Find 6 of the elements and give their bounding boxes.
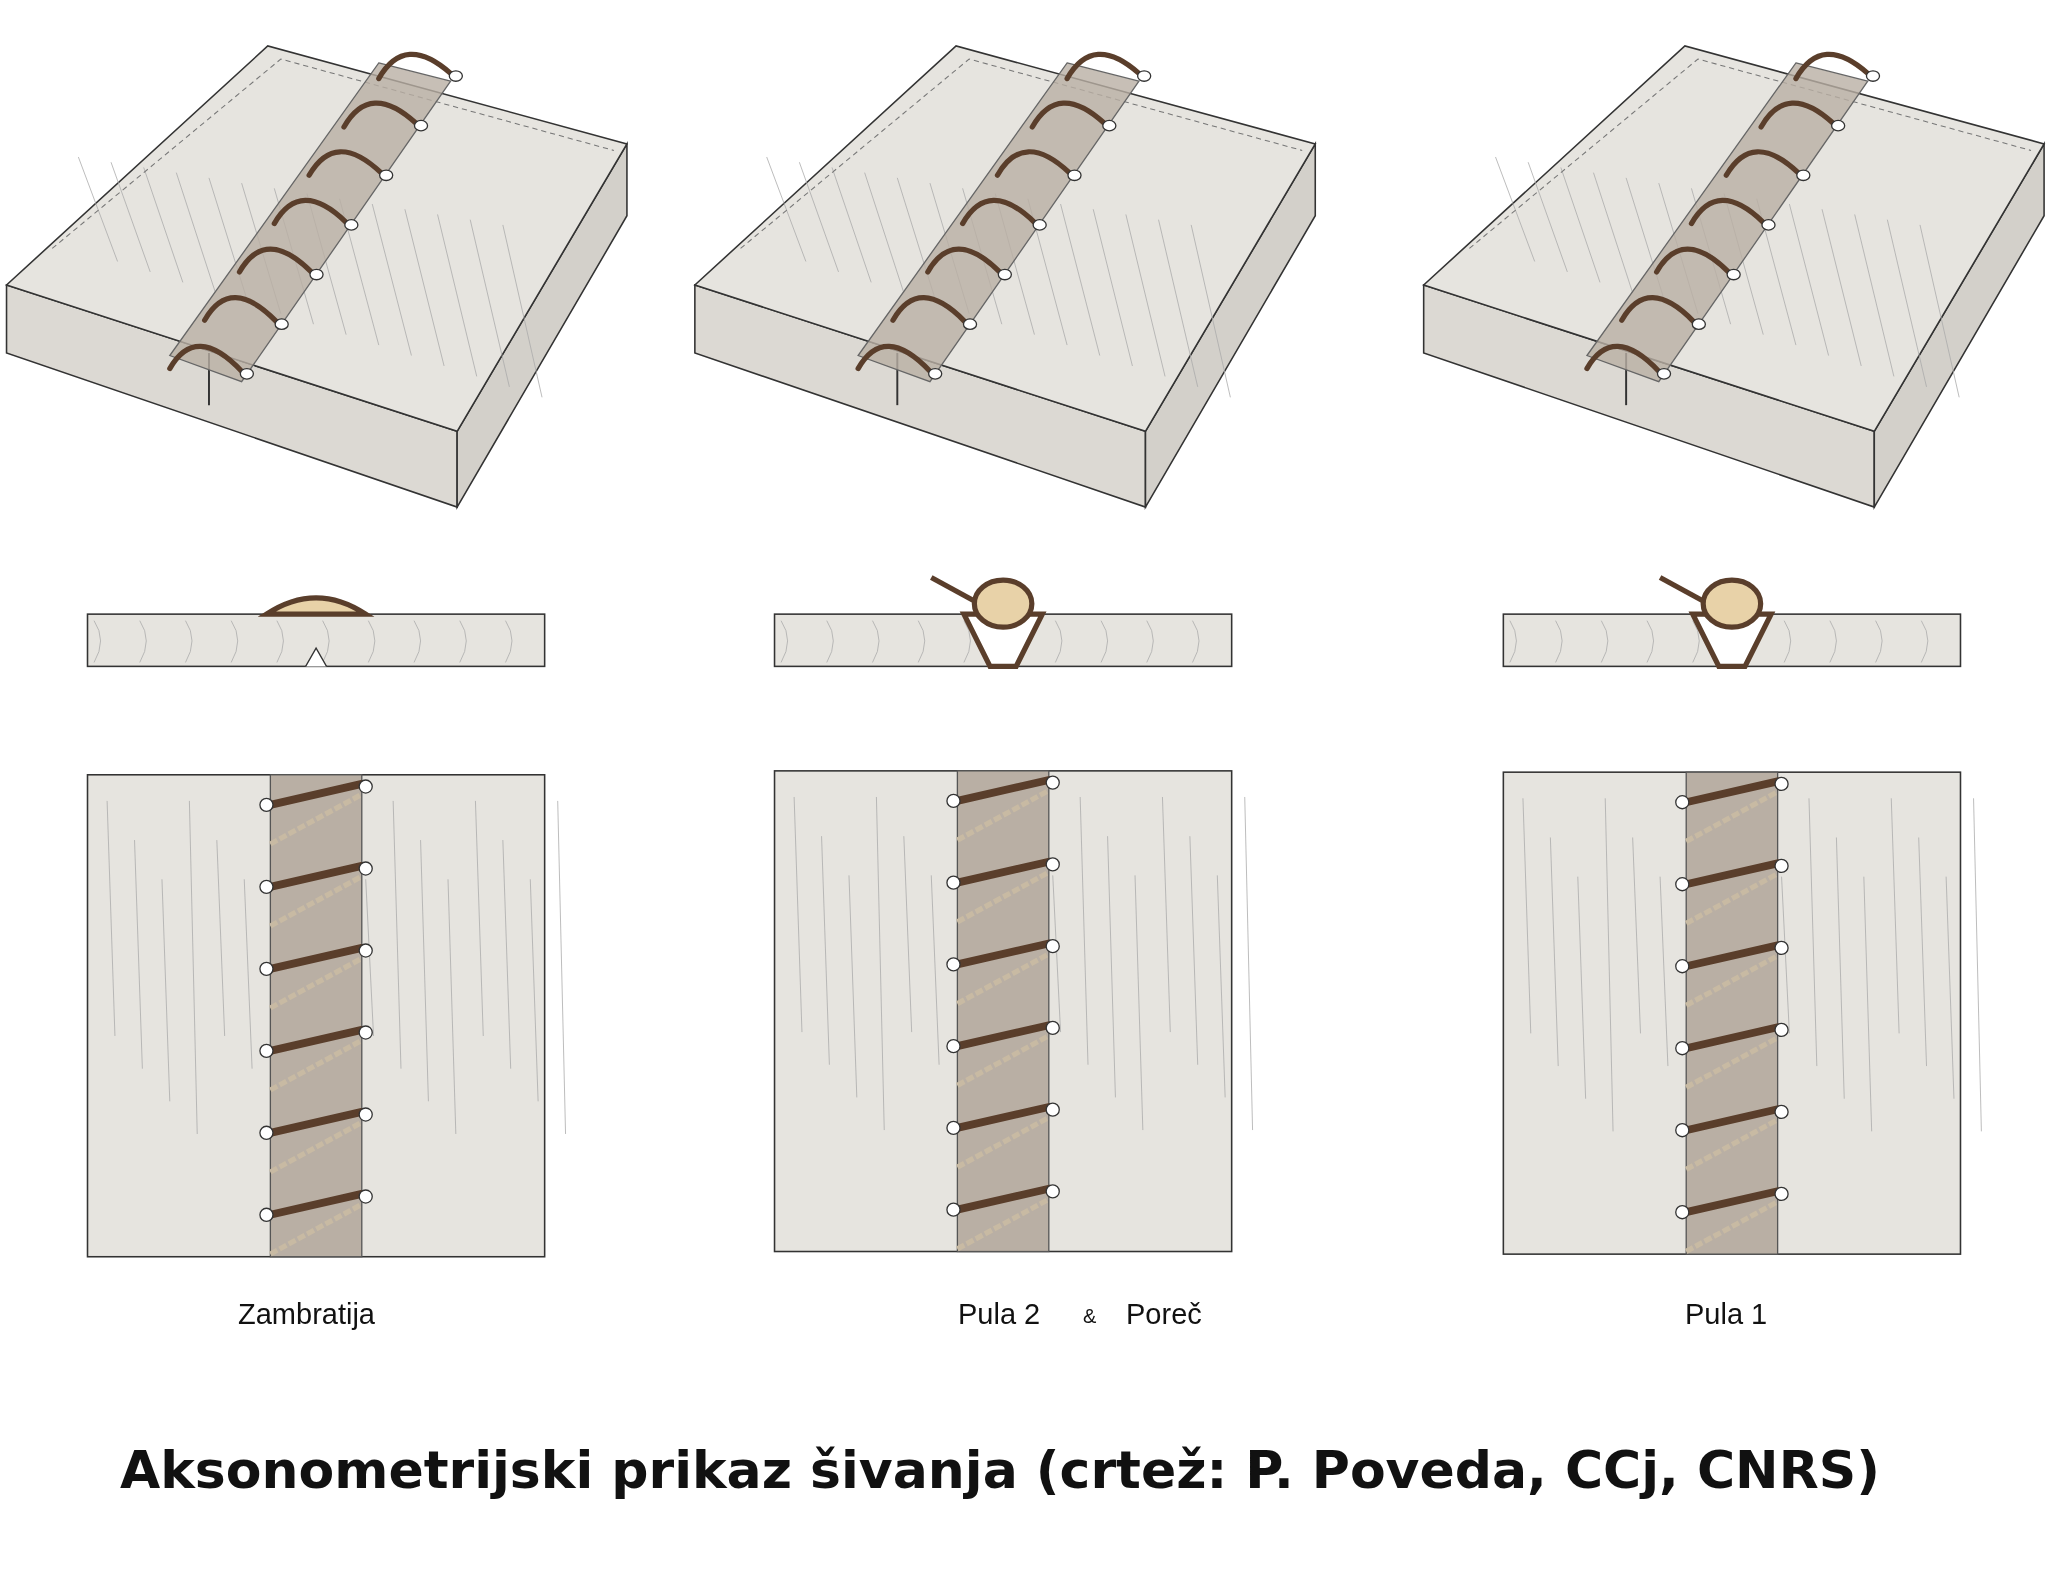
site-label: Zambratija xyxy=(238,1298,375,1331)
ampersand-label: & xyxy=(1083,1305,1097,1328)
site-label: Poreč xyxy=(1126,1298,1202,1331)
site-label: Pula 2 xyxy=(958,1298,1041,1331)
figure-title: Aksonometrijski prikaz šivanja (crtež: P. Poveda, CCj, CNRS) xyxy=(120,1440,1880,1500)
site-label: Pula 1 xyxy=(1685,1298,1768,1331)
